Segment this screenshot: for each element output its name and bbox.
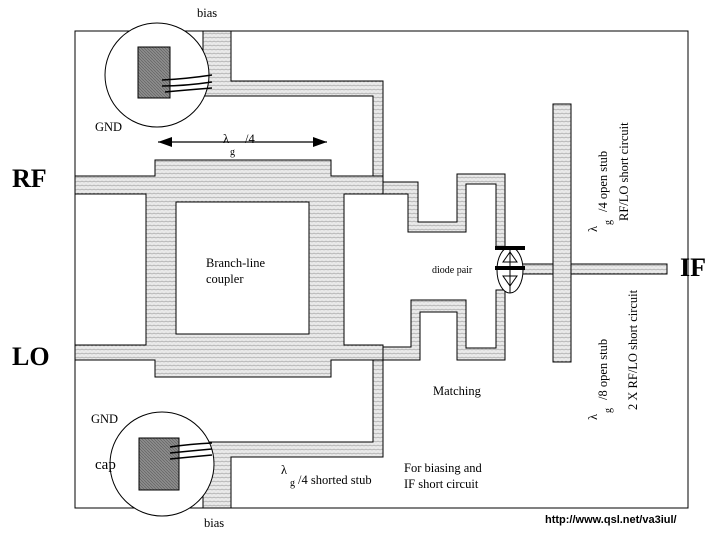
cap-label: cap — [95, 457, 116, 473]
biasing-note-line1: For biasing and — [404, 461, 483, 475]
lo-port-label: LO — [12, 342, 50, 371]
coupler-label-line2: coupler — [206, 272, 244, 286]
lambda-symbol-top: λ — [223, 132, 229, 146]
lower-stub-line1: /8 open stub — [596, 339, 610, 400]
diode-pair-label: diode pair — [432, 265, 473, 276]
top-bias-line — [202, 30, 384, 183]
open-stubs — [552, 103, 572, 363]
g-subscript-top: g — [230, 147, 235, 158]
lambda-symbol-upper: λ — [586, 226, 600, 232]
shorted-stub-label: /4 shorted stub — [298, 473, 372, 487]
rf-port-label: RF — [12, 164, 47, 193]
g-subscript-upper: g — [603, 220, 614, 225]
quarter-wave-arrow — [158, 137, 327, 147]
if-output-line — [519, 263, 668, 275]
upper-stub-line2: RF/LO short circuit — [617, 122, 631, 221]
lambda-symbol-shorted: λ — [281, 463, 287, 477]
lambda-symbol-lower: λ — [586, 414, 600, 420]
lower-stub-text: λ g /8 open stub 2 X RF/LO short circuit — [586, 289, 640, 420]
lower-matching-line — [382, 289, 506, 361]
source-url: http://www.qsl.net/va3iul/ — [545, 514, 677, 526]
top-bias-label: bias — [197, 6, 217, 20]
board-outline — [74, 30, 689, 509]
upper-matching-line — [382, 173, 506, 249]
matching-label: Matching — [433, 384, 482, 398]
bottom-gnd-via — [109, 411, 215, 517]
upper-stub-line1: /4 open stub — [596, 151, 610, 212]
quarter-label-top: /4 — [245, 132, 255, 146]
upper-stub-text: λ g /4 open stub RF/LO short circuit — [586, 122, 631, 232]
g-subscript-shorted: g — [290, 478, 295, 489]
biasing-note-line2: IF short circuit — [404, 477, 479, 491]
bottom-gnd-label: GND — [91, 412, 118, 426]
g-subscript-lower: g — [603, 408, 614, 413]
top-gnd-via — [104, 22, 213, 128]
bottom-bias-label: bias — [204, 516, 224, 530]
if-port-label: IF — [680, 253, 706, 282]
lower-stub-line2: 2 X RF/LO short circuit — [626, 289, 640, 410]
top-capacitor — [137, 46, 171, 99]
diode-pair-symbol — [495, 246, 525, 294]
top-gnd-label: GND — [95, 120, 122, 134]
coupler-label-line1: Branch-line — [206, 256, 265, 270]
